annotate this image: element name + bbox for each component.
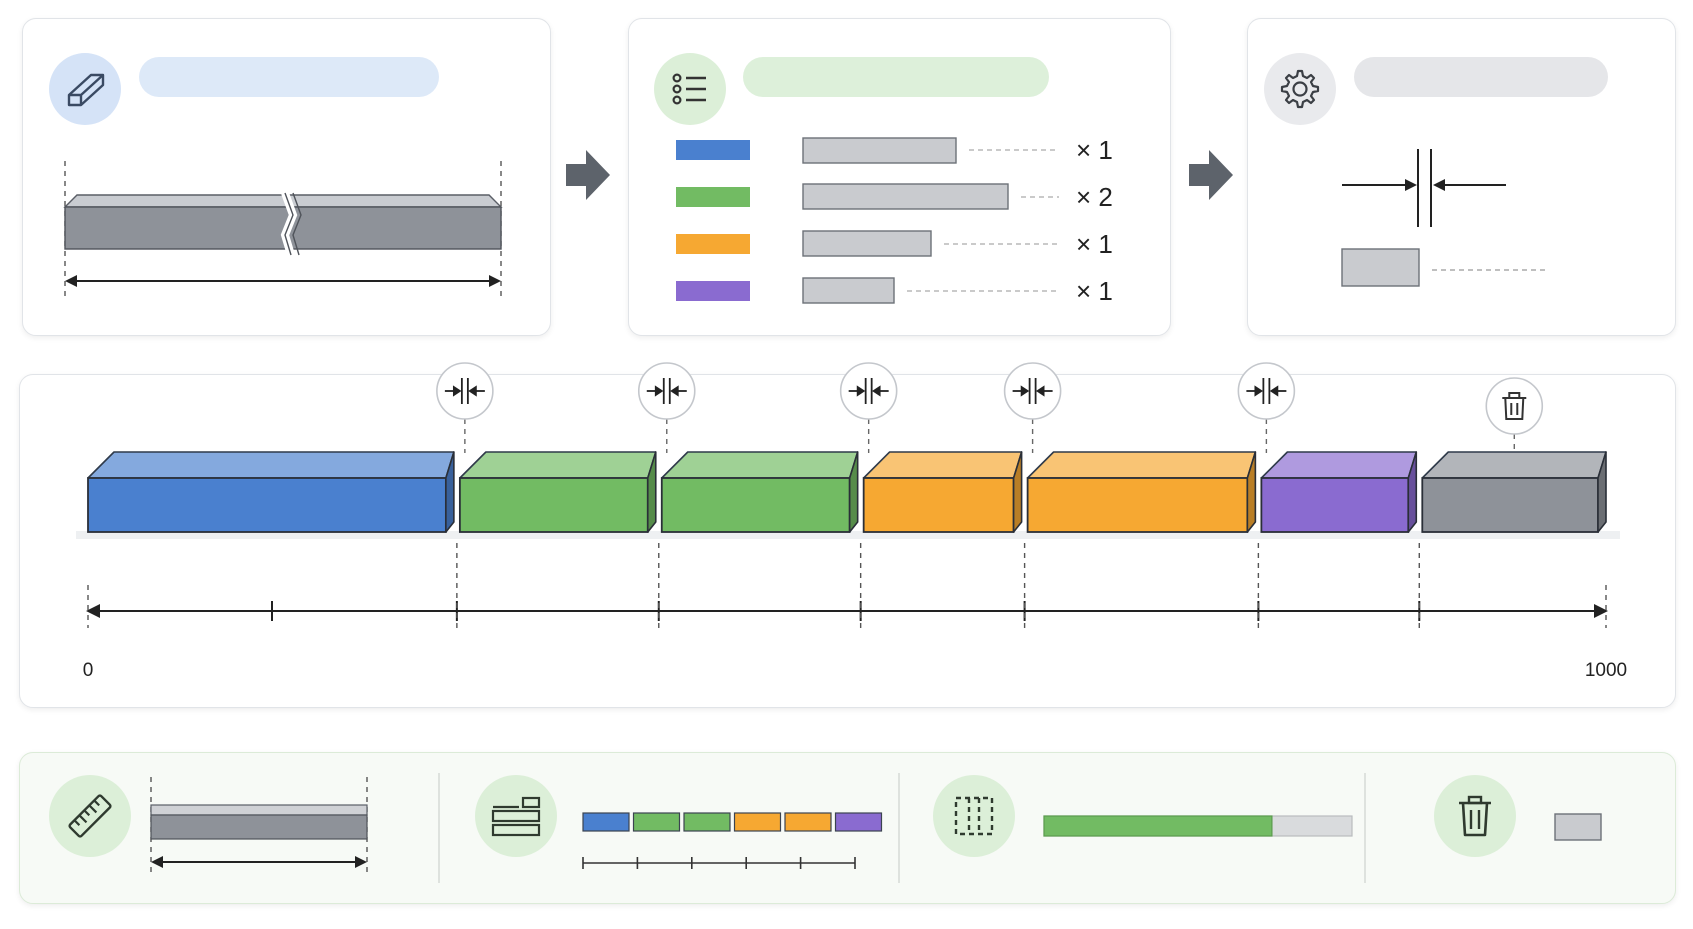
stock-length-mini-diagram: [150, 773, 1366, 883]
axis-start-label: 0: [83, 660, 94, 681]
list-icon: [654, 53, 726, 125]
order-swatch-purple: [676, 281, 750, 301]
trash-icon: [1502, 392, 1527, 420]
mini-segment-green: [632, 812, 681, 832]
cut-segment-orange: [1026, 451, 1257, 533]
cut-segment-orange: [862, 451, 1023, 533]
kerf-marker: [1003, 362, 1062, 453]
order-length-placeholder: [802, 183, 1009, 210]
stock-title-placeholder: [139, 57, 439, 97]
order-qty: × 1: [1076, 229, 1113, 259]
stock-card: [22, 18, 551, 336]
mini-segment-green: [683, 812, 731, 832]
settings-title-placeholder: [1354, 57, 1608, 97]
mini-segment-orange: [784, 812, 832, 832]
axis-end-label: 1000: [1585, 660, 1627, 681]
kerf-icon: [1246, 378, 1287, 404]
stock-bar-icon: [49, 53, 121, 125]
waste-swatch: [1554, 813, 1602, 841]
order-swatch-orange: [676, 234, 750, 254]
kerf-settings-diagram: [1341, 149, 1548, 287]
summary-card: [19, 752, 1676, 904]
cut-plan-diagram: 0 1000: [76, 362, 1627, 681]
kerf-icon: [848, 378, 889, 404]
orders-card: × 1 × 2 × 1 × 1: [628, 18, 1171, 336]
order-qty: × 2: [1076, 182, 1113, 212]
order-swatch-green: [676, 187, 750, 207]
order-swatch-blue: [676, 140, 750, 160]
order-qty: × 1: [1076, 135, 1113, 165]
kerf-marker: [1237, 362, 1296, 453]
kerf-marker: [436, 362, 494, 453]
orders-list: [676, 137, 1059, 304]
order-length-placeholder: [802, 277, 895, 304]
utilization-bar: [1043, 815, 1353, 837]
mini-segment-purple: [834, 812, 883, 832]
cut-plan-mini-diagram: [582, 812, 883, 869]
order-length-placeholder: [802, 137, 957, 164]
kerf-value-placeholder: [1341, 248, 1420, 287]
cut-segment-green: [458, 451, 657, 533]
ruler-icon: [49, 775, 131, 857]
flow-arrow-icon: [566, 150, 610, 200]
utilization-fill: [1043, 815, 1273, 837]
cut-segment-blue: [87, 451, 455, 533]
kerf-marker: [637, 362, 696, 453]
gear-icon: [1264, 53, 1336, 125]
kerf-marker: [839, 362, 898, 453]
waste-segment: [1421, 451, 1607, 533]
stock-bar-diagram: [63, 161, 503, 299]
kerf-icon: [444, 378, 485, 404]
order-length-placeholder: [802, 230, 932, 257]
order-qty: × 1: [1076, 276, 1113, 306]
cut-segment-green: [660, 451, 859, 533]
cut-plan-card: 0 1000: [19, 362, 1676, 708]
trash-icon: [1434, 775, 1516, 857]
kerf-icon: [1012, 378, 1053, 404]
discard-marker: [1485, 377, 1544, 453]
layout-icon: [475, 775, 557, 857]
plan-shadow: [76, 531, 1620, 539]
mini-segment-blue: [582, 812, 630, 832]
flow-arrow-icon: [1189, 150, 1233, 200]
kerf-icon: [646, 378, 687, 404]
mini-segment-orange: [733, 812, 782, 832]
kerf-icon: [933, 775, 1015, 857]
cut-segment-purple: [1260, 451, 1418, 533]
settings-card: [1247, 18, 1676, 336]
orders-title-placeholder: [743, 57, 1049, 97]
